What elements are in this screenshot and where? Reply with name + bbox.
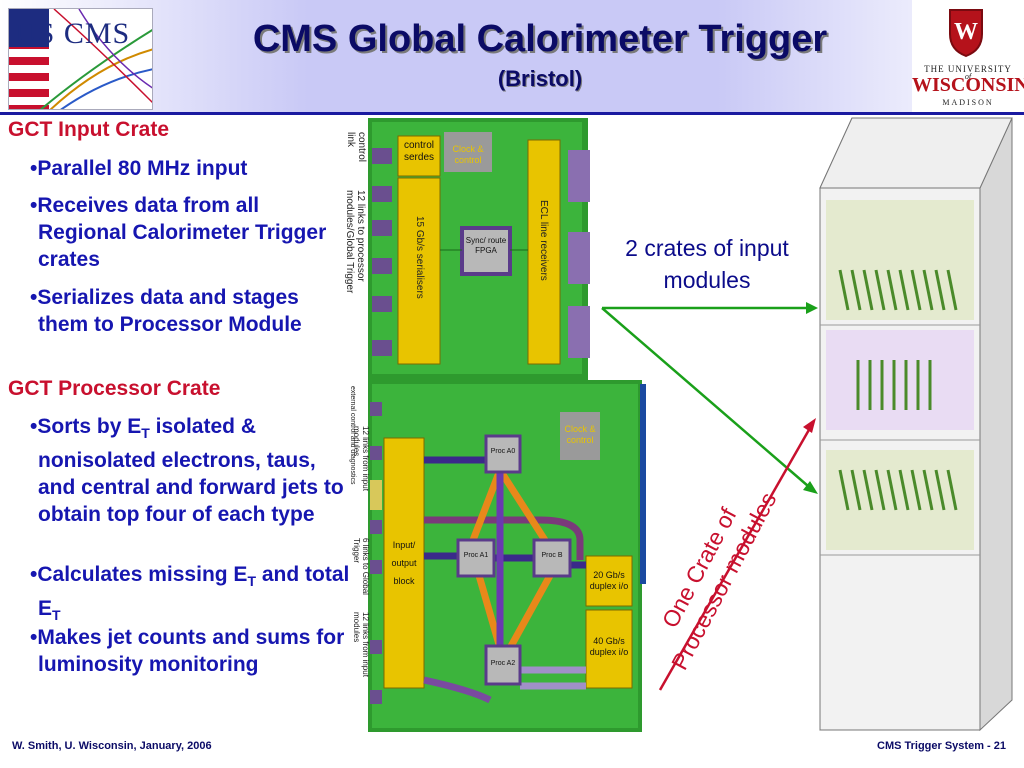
- processor-board-left-connectors: [370, 402, 382, 704]
- label-proc-a1: Proc A1: [463, 552, 489, 559]
- label-sync-fpga: Sync/ route FPGA: [465, 236, 507, 255]
- subscript: T: [52, 607, 61, 624]
- uw-logo-line2: WISCONSIN: [912, 74, 1024, 96]
- label-proc-b: Proc B: [541, 552, 563, 559]
- sync-fpga-chip: [460, 226, 512, 276]
- ecl-receivers-chip: [527, 139, 561, 365]
- label-12-links-from-1: 12 links from input modules: [352, 426, 370, 491]
- serialisers-chip: [397, 177, 441, 365]
- bullet-receives-data: •Receives data from all Regional Calorim…: [30, 194, 327, 271]
- bullet-text: Parallel 80 MHz input: [37, 157, 248, 180]
- uw-logo: W THE UNIVERSITY of WISCONSIN MADISON: [912, 0, 1024, 112]
- label-12-links-from-2: 12 links from input modules: [352, 612, 370, 677]
- control-serdes-chip: [397, 135, 441, 177]
- label-control-serdes: control serdes: [403, 140, 434, 163]
- bullet-text: Receives data from all Regional Calorime…: [37, 194, 327, 271]
- bullet-parallel-input: •Parallel 80 MHz input: [30, 157, 248, 180]
- bullet-missing-et: •Calculates missing ET and total ET: [30, 563, 350, 624]
- annotation-input-crates: 2 crates of input modules: [625, 235, 789, 293]
- green-arrows: [601, 302, 818, 494]
- red-arrow: [658, 418, 816, 691]
- bullet-text: isolated & nonisolated electrons, taus, …: [38, 415, 344, 527]
- processor-clock-control-chip: [560, 412, 600, 460]
- uw-logo-of: of: [964, 72, 972, 81]
- uscms-logo: US CMS: [8, 8, 153, 110]
- label-6-links-gt: 6 links to Global Trigger: [352, 538, 370, 595]
- duplex20-chip: [585, 555, 633, 607]
- bullet-jet-counts: •Makes jet counts and sums for luminosit…: [30, 626, 345, 676]
- input-board-right-connectors: [568, 150, 590, 358]
- bullet-text: Serializes data and stages them to Proce…: [37, 286, 302, 336]
- subscript: T: [141, 425, 150, 442]
- particle-tracks-icon: [39, 9, 152, 109]
- proc-a2-chip: [484, 644, 522, 686]
- uw-logo-line1: THE UNIVERSITY: [924, 64, 1012, 74]
- proc-a1-chip: [456, 538, 496, 578]
- page-title: CMS Global Calorimeter Trigger: [252, 18, 828, 60]
- uw-crest-letter: W: [954, 19, 978, 45]
- footer-author: W. Smith, U. Wisconsin, January, 2006: [12, 740, 212, 752]
- header-band: [0, 0, 1024, 114]
- proc-a0-chip: [484, 434, 522, 474]
- duplex40-chip: [585, 609, 633, 689]
- label-input-clock-control: Clock & control: [452, 144, 484, 165]
- processor-board-edge: [640, 384, 646, 584]
- processor-board-diag-connector: [370, 480, 382, 510]
- label-serialisers: 15 Gb/s serialisers: [414, 216, 425, 299]
- input-board-left-connectors: [372, 148, 392, 356]
- bullet-text: Calculates missing E: [37, 563, 248, 586]
- bullet-sorts: •Sorts by ET isolated & nonisolated elec…: [30, 415, 344, 527]
- flag-canton: [9, 9, 49, 47]
- page-subtitle: (Bristol): [497, 66, 583, 91]
- header-divider: [0, 112, 1024, 115]
- label-duplex40: 40 Gb/s duplex i/o: [589, 636, 629, 657]
- io-block-chip: [383, 437, 425, 689]
- label-12-links-processor: 12 links to processor modules/Global Tri…: [344, 190, 366, 294]
- input-clock-control-chip: [444, 132, 492, 172]
- label-external-control: external control and diagnostics: [349, 386, 356, 485]
- heading-input-crate: GCT Input Crate: [8, 118, 169, 141]
- label-io-block: Input/ output block: [391, 540, 417, 586]
- label-proc-a2: Proc A2: [490, 660, 516, 667]
- bullet-text: Makes jet counts and sums for luminosity…: [37, 626, 345, 676]
- label-ecl-receivers: ECL line receivers: [538, 200, 549, 281]
- label-proc-a0: Proc A0: [490, 448, 516, 455]
- uscms-logo-text: US CMS: [15, 17, 131, 50]
- heading-processor-crate: GCT Processor Crate: [8, 377, 221, 400]
- bullet-serializes: •Serializes data and stages them to Proc…: [30, 286, 302, 336]
- uw-crest-icon: W: [949, 9, 983, 58]
- footer-page-number: CMS Trigger System - 21: [877, 740, 1006, 752]
- label-control-link: control link: [345, 132, 367, 163]
- rack-illustration: [819, 117, 1013, 732]
- processor-board-routes: [423, 456, 586, 704]
- label-proc-clock-control: Clock & control: [564, 424, 596, 445]
- label-duplex20: 20 Gb/s duplex i/o: [589, 570, 629, 591]
- subscript: T: [247, 573, 257, 590]
- proc-b-chip: [532, 538, 572, 578]
- bullet-text: Sorts by E: [37, 415, 142, 438]
- bullet-text: and total E: [38, 563, 350, 621]
- uw-logo-line3: MADISON: [942, 98, 994, 107]
